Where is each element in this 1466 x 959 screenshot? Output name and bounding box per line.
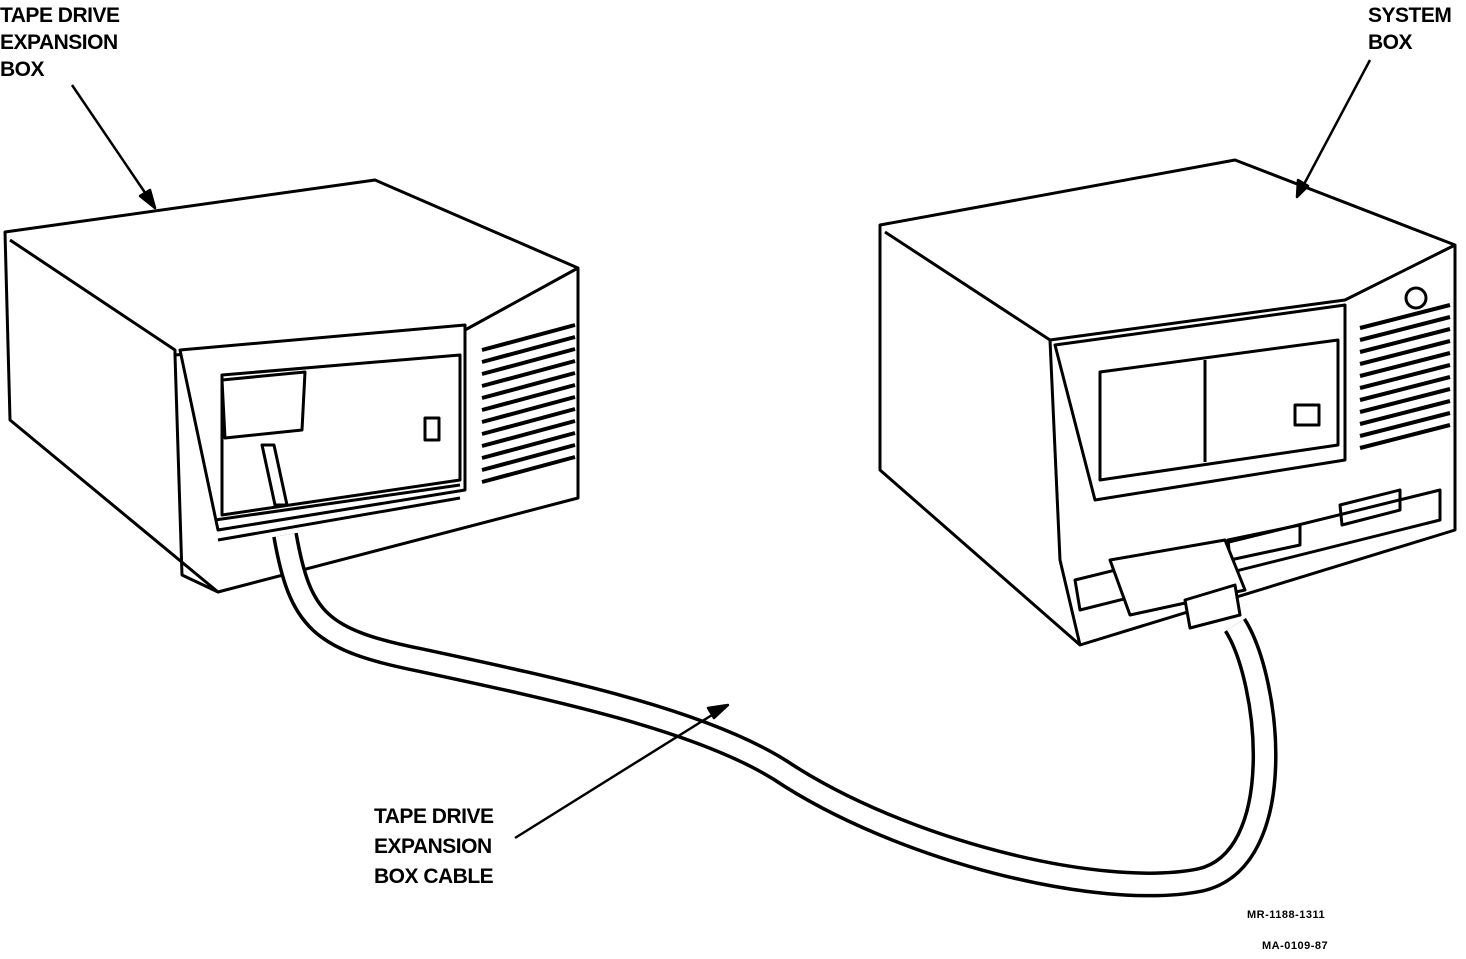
label-tape-drive-expansion-box: TAPE DRIVE EXPANSION BOX bbox=[0, 2, 120, 83]
label-line: BOX bbox=[1368, 31, 1413, 54]
label-cable: TAPE DRIVE EXPANSION BOX CABLE bbox=[374, 802, 494, 892]
leader-arrows bbox=[70, 59, 1372, 840]
label-line: EXPANSION bbox=[374, 835, 492, 858]
figure-code-1: MR-1188-1311 bbox=[1247, 909, 1326, 921]
label-line: SYSTEM bbox=[1368, 4, 1452, 27]
label-line: BOX CABLE bbox=[374, 865, 494, 888]
label-line: BOX bbox=[0, 58, 45, 81]
label-line: EXPANSION bbox=[0, 31, 118, 54]
label-system-box: SYSTEM BOX bbox=[1368, 2, 1452, 56]
tape-drive-expansion-box bbox=[3, 178, 580, 594]
label-line: TAPE DRIVE bbox=[374, 805, 494, 828]
system-box bbox=[878, 158, 1457, 647]
label-line: TAPE DRIVE bbox=[0, 4, 120, 27]
figure-code-2: MA-0109-87 bbox=[1262, 940, 1329, 952]
